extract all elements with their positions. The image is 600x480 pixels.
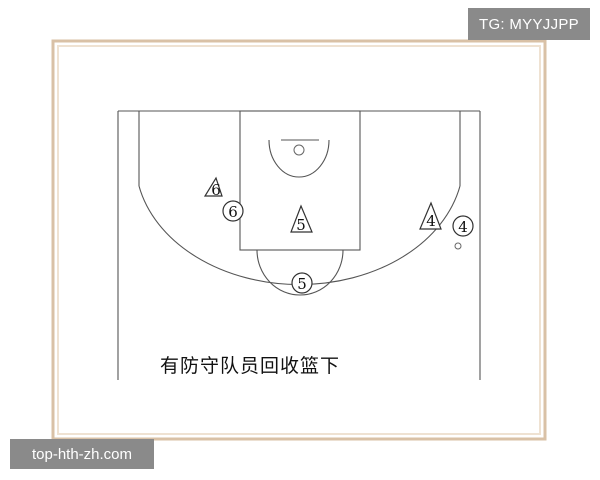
diagram-caption: 有防守队员回收篮下	[160, 355, 340, 377]
rim	[293, 144, 305, 156]
defense-5-label: 5	[297, 275, 307, 293]
offense-6-label: 6	[211, 181, 221, 199]
defense-4-label: 4	[458, 218, 468, 236]
offense-player-6: 6	[203, 176, 223, 199]
free-throw-circle	[256, 249, 344, 296]
ball-icon	[454, 242, 462, 250]
diagram-frame	[51, 39, 547, 441]
watermark-top-tag: TG: MYYJJPP	[468, 8, 590, 40]
paint-lane	[239, 110, 361, 251]
offense-player-4: 4	[419, 201, 442, 230]
defense-6-label: 6	[228, 203, 238, 221]
watermark-bottom-tag: top-hth-zh.com	[10, 439, 154, 469]
offense-5-label: 5	[296, 216, 306, 234]
diagram-frame-inner	[57, 45, 541, 435]
defense-player-5: 5	[291, 272, 313, 294]
offense-4-label: 4	[426, 212, 436, 230]
offense-player-5: 5	[290, 204, 313, 234]
defense-player-6: 6	[222, 200, 244, 222]
defense-player-4: 4	[452, 215, 474, 237]
restricted-area-arc	[268, 139, 330, 178]
